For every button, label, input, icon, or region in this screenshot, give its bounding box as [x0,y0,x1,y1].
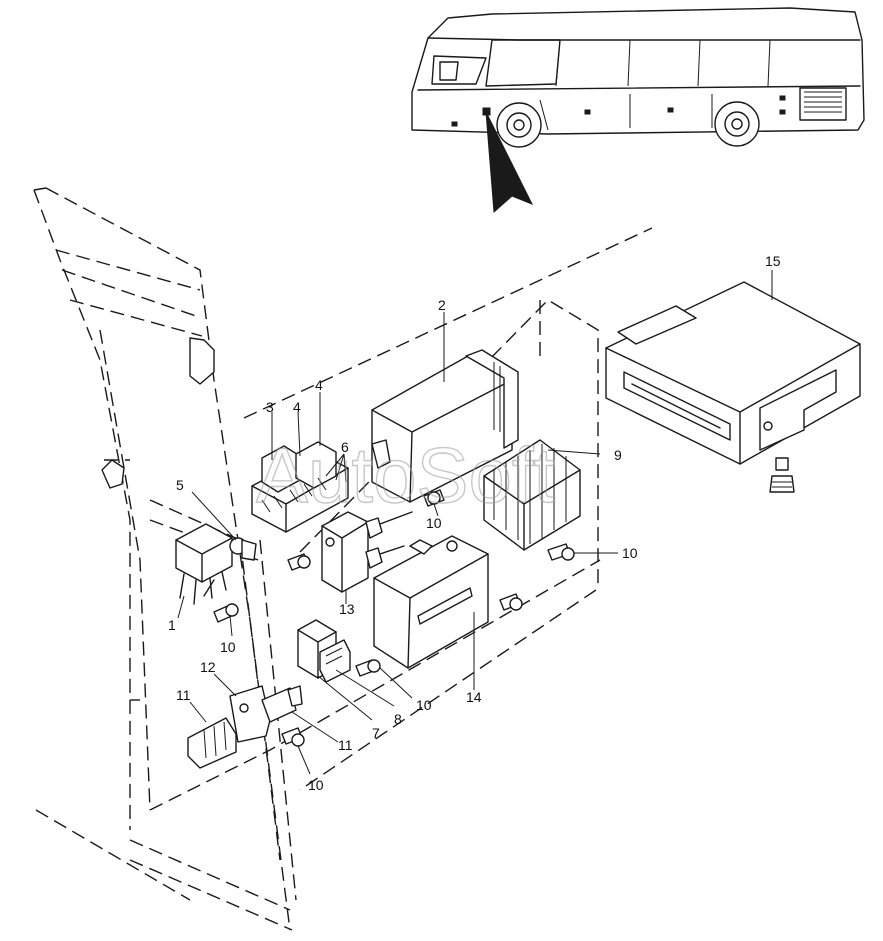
connector-7-8 [297,619,395,721]
upper-bracket [189,337,215,385]
callout-3: 3 [266,399,274,415]
callout-10c: 10 [220,639,236,655]
callout-9: 9 [614,447,622,463]
wall-frame [33,187,601,931]
watermark: AutoSoft [256,431,556,519]
callout-2: 2 [438,297,446,313]
relay-15 [321,511,413,604]
bus-overview [411,7,865,148]
callout-11b: 11 [338,737,353,753]
callout-10e: 10 [308,777,324,793]
callout-10b: 10 [622,545,638,561]
callout-4b: 4 [293,399,301,415]
callout-1: 1 [168,617,176,633]
callout-4a: 4 [315,377,323,393]
module-box-14 [373,535,489,690]
callout-12: 12 [200,659,216,675]
callout-10a: 10 [426,515,442,531]
heatsink-9 [483,439,601,551]
control-unit-13 [605,270,861,493]
callout-14: 14 [466,689,482,705]
callout-6: 6 [341,439,349,455]
location-arrow [485,111,534,214]
screws-10 [213,489,618,775]
callout-5: 5 [176,477,184,493]
hinge-left [101,459,125,489]
callout-labels: 15 2 4 3 4 6 9 5 10 10 13 1 10 12 11 14 … [168,253,781,793]
callout-8: 8 [394,711,402,727]
relay-1-5 [175,491,257,619]
fuse-block-3-4-6 [251,392,349,533]
callout-13: 15 [765,253,781,269]
callout-10d: 10 [416,697,432,713]
switch-assembly-11-12 [187,673,339,769]
callout-15: 13 [339,601,355,617]
relay-box-2 [371,312,519,503]
callout-11a: 11 [176,687,191,703]
callout-7: 7 [372,725,380,741]
